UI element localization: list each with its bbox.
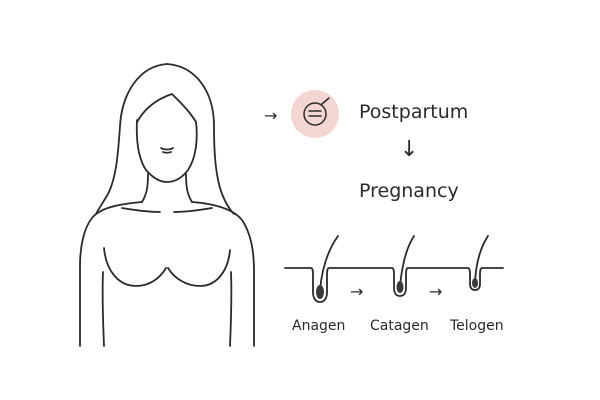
breast-right: [167, 249, 231, 287]
hair-outline-right: [166, 63, 235, 215]
hair-shaft-telogen: [474, 235, 489, 283]
collarbone-left: [121, 207, 161, 213]
badge-symbol-icon: [303, 102, 327, 126]
hair-shaft-catagen: [399, 235, 415, 287]
label-catagen: Catagen: [370, 318, 429, 334]
arrow-down-icon: ↓: [400, 137, 419, 162]
hair-outline: [95, 63, 168, 215]
mouth: [160, 147, 174, 151]
arrow-right-icon: →: [350, 282, 364, 301]
follicle-bulb-catagen: [396, 281, 404, 293]
follicle-bulb-anagen: [316, 285, 324, 299]
arrow-right-icon: →: [429, 282, 443, 301]
label-anagen: Anagen: [292, 318, 346, 334]
shoulder-left: [79, 201, 143, 347]
skin-line: [284, 267, 504, 303]
label-pregnancy: Pregnancy: [359, 180, 459, 202]
label-telogen: Telogen: [450, 318, 504, 334]
hair-shaft-anagen: [319, 235, 339, 291]
follicle-bulb-telogen: [472, 278, 478, 288]
hair-fringe: [136, 93, 197, 123]
breast-left: [103, 247, 167, 287]
shoulder-right: [191, 201, 255, 347]
arm-inner-right: [229, 271, 233, 347]
arrow-right-icon: →: [264, 106, 278, 125]
label-postpartum: Postpartum: [359, 101, 469, 123]
collarbone-right: [173, 207, 213, 213]
arm-inner-left: [101, 271, 105, 347]
neck: [141, 173, 149, 203]
face: [135, 119, 198, 183]
